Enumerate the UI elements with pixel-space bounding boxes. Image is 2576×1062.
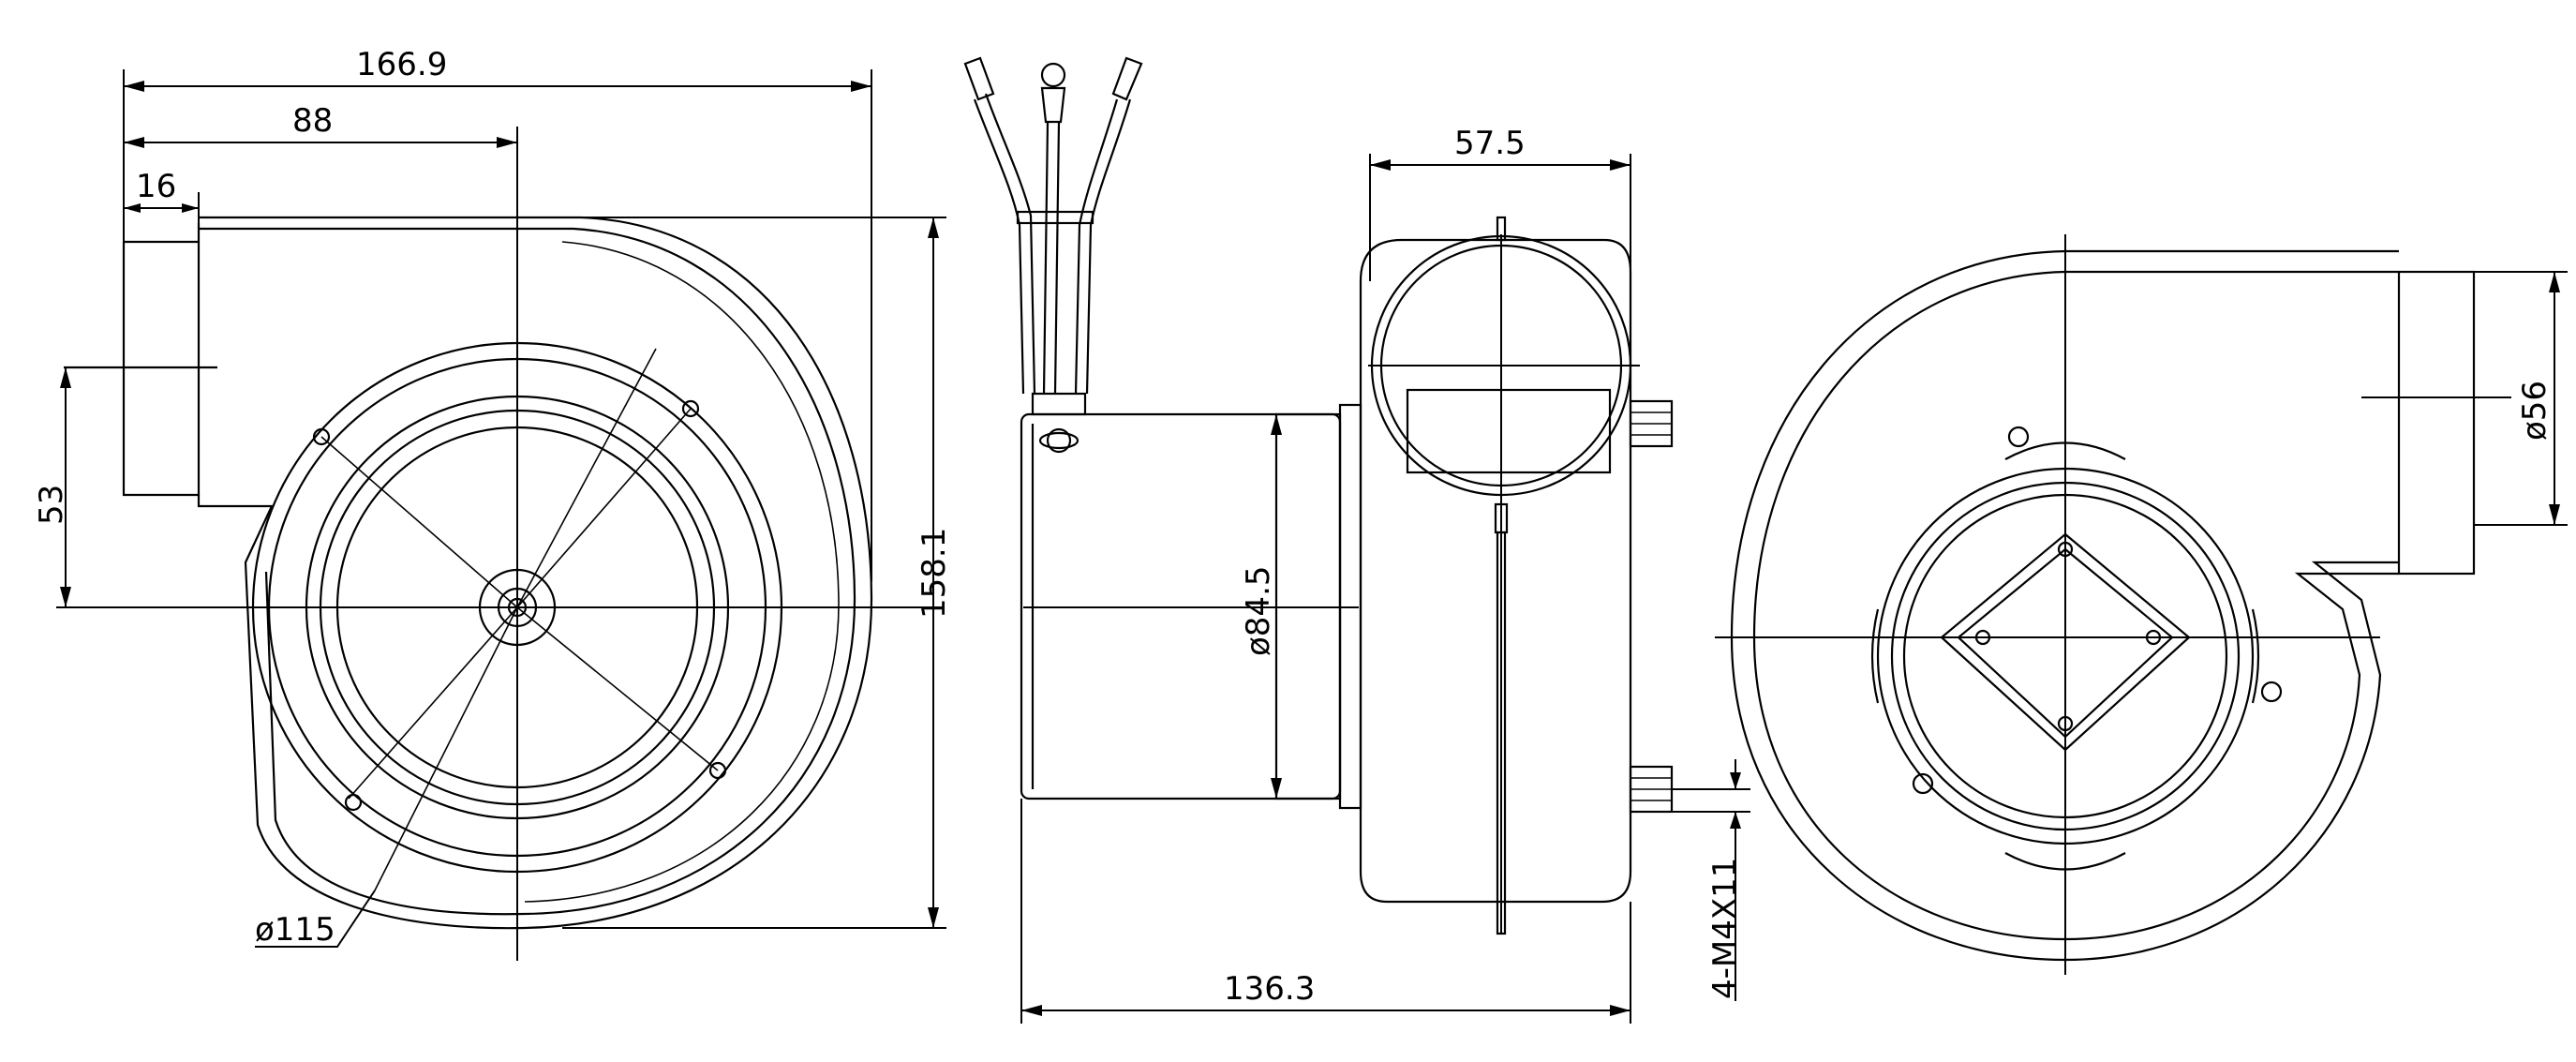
mounting-hole	[2260, 681, 2283, 703]
front-view: ø115 166.9 88 16 53 158.1	[33, 46, 953, 961]
mounting-hole	[344, 793, 363, 812]
mounting-hole	[312, 427, 331, 446]
outlet-depth-label: 16	[136, 168, 176, 205]
inlet-diameter-label: ø115	[255, 911, 335, 949]
mounting-hole	[2007, 426, 2030, 448]
overall-width-label: 166.9	[356, 46, 447, 83]
motor-diameter-label: ø84.5	[1240, 565, 1277, 656]
housing-side	[1359, 238, 1632, 904]
inlet-ring-outer	[251, 341, 783, 874]
overall-length-label: 136.3	[1224, 970, 1315, 1008]
wire-leads	[963, 56, 1143, 416]
outlet-diameter-label: ø56	[2516, 381, 2554, 441]
side-view: ø84.5 57.5 136.3 4-M4X11	[963, 56, 1750, 1024]
mounting-hole	[708, 761, 727, 780]
overall-height-label: 158.1	[916, 528, 953, 619]
outlet-duct	[122, 223, 201, 497]
housing-width-label: 57.5	[1454, 125, 1526, 162]
back-view: ø56	[1715, 234, 2568, 975]
mounting-hole	[681, 399, 700, 418]
terminal-studs	[1629, 399, 1674, 814]
motor-mount-outer	[1876, 467, 2255, 845]
outlet-height-label: 53	[33, 485, 70, 525]
volute-housing	[197, 216, 873, 930]
hub	[478, 568, 557, 647]
mounting-hole	[1912, 772, 1934, 795]
outlet-flange	[2397, 270, 2476, 576]
diamond-plate	[1940, 532, 2191, 752]
volute-housing-back	[1730, 249, 2399, 962]
center-offset-label: 88	[292, 102, 333, 140]
inlet-ring-inner	[335, 426, 699, 789]
mounting-screws-label: 4-M4X11	[1706, 858, 1744, 999]
